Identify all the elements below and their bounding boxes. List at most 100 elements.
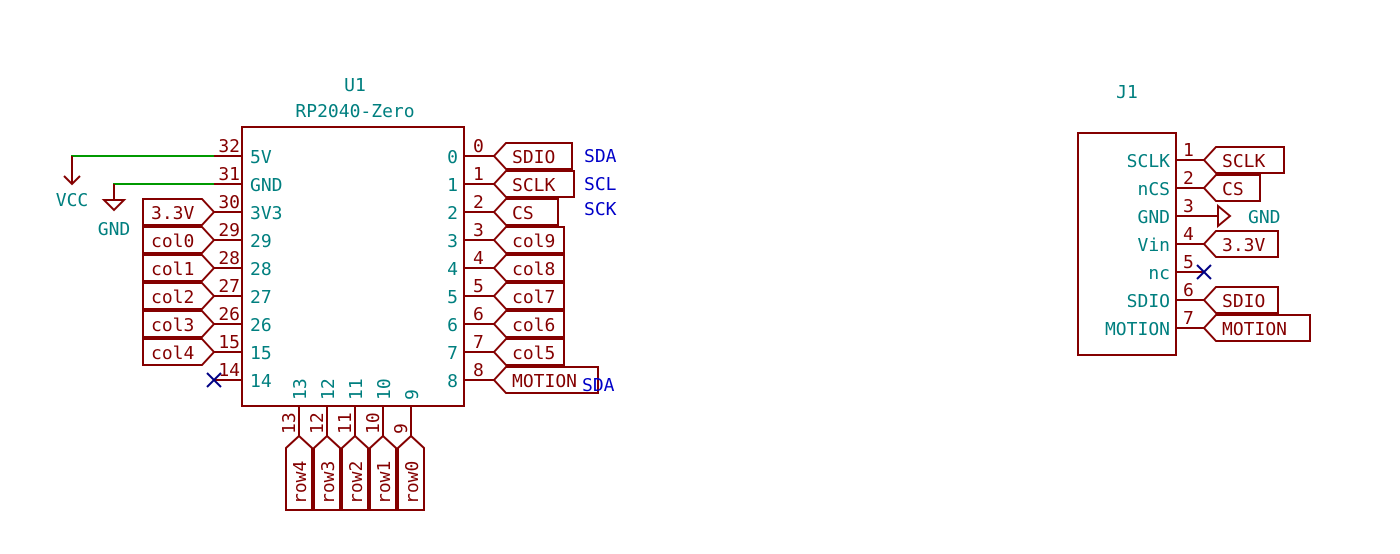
net-label-col6[interactable]: col6: [492, 310, 565, 338]
net-label-col2[interactable]: col2: [142, 282, 216, 310]
net-label-col4[interactable]: col4: [142, 338, 216, 366]
pin-name: 1: [447, 175, 458, 196]
net-label-col3[interactable]: col3: [142, 310, 216, 338]
net-label-text: SCLK: [512, 175, 556, 196]
net-label-row2[interactable]: row2: [341, 434, 369, 511]
j1-gnd-power-symbol[interactable]: GND: [1204, 203, 1281, 229]
pin-name: 14: [250, 371, 272, 392]
net-label-col0[interactable]: col0: [142, 226, 216, 254]
vcc-label: VCC: [56, 190, 89, 211]
net-label-sclk[interactable]: SCLK: [492, 170, 575, 198]
net-label-col5[interactable]: col5: [492, 338, 565, 366]
pin-number: 8: [473, 360, 484, 381]
net-label-col9[interactable]: col9: [492, 226, 565, 254]
pin-name: 27: [250, 287, 272, 308]
pin-name: 9: [402, 389, 423, 400]
pin-number: 13: [279, 412, 300, 434]
pin-name: 2: [447, 203, 458, 224]
net-label-row0[interactable]: row0: [397, 434, 425, 511]
pin-name: 26: [250, 315, 272, 336]
net-label-row3[interactable]: row3: [313, 434, 341, 511]
note-sck: SCK: [584, 199, 617, 220]
net-label-row4[interactable]: row4: [285, 434, 313, 511]
u1-pin-7[interactable]: 77 col5: [447, 332, 565, 366]
net-label-col8[interactable]: col8: [492, 254, 565, 282]
j1-pin-5[interactable]: 5nc: [1148, 252, 1212, 284]
wire-gnd[interactable]: [113, 183, 214, 196]
net-label-motion[interactable]: MOTION: [492, 366, 599, 394]
pin-name: 5V: [250, 147, 272, 168]
net-label-text: CS: [1222, 179, 1244, 200]
pin-number: 7: [473, 332, 484, 353]
net-label-sdio[interactable]: SDIO: [492, 142, 573, 170]
vcc-power-symbol[interactable]: VCC: [56, 156, 89, 211]
net-label-cs[interactable]: CS: [492, 198, 559, 226]
net-label-text: col2: [151, 287, 194, 308]
net-label-text: MOTION: [512, 371, 577, 392]
pin-name: 7: [447, 343, 458, 364]
u1-left-pins: 325V31GND303V33.3V2929col02828col12727co…: [142, 136, 283, 392]
vcc-arrow-icon: [63, 175, 81, 186]
pin-name: 5: [447, 287, 458, 308]
pin-name: 12: [318, 378, 339, 400]
u1-symbol[interactable]: U1 RP2040-Zero 325V31GND303V33.3V2929col…: [142, 75, 599, 511]
pin-number: 11: [335, 412, 356, 434]
net-label-row1[interactable]: row1: [369, 434, 397, 511]
net-label-33v[interactable]: 3.3V: [1202, 230, 1279, 258]
pin-name: 4: [447, 259, 458, 280]
net-label-text: row1: [374, 461, 395, 504]
pin-number: 5: [1183, 252, 1194, 273]
net-label-text: 3.3V: [151, 203, 195, 224]
pin-number: 3: [1183, 196, 1194, 217]
net-label-sdio[interactable]: SDIO: [1202, 286, 1279, 314]
wire-vcc[interactable]: [71, 155, 214, 168]
pin-number: 15: [218, 332, 240, 353]
note-sda: SDA: [584, 146, 617, 167]
net-label-text: MOTION: [1222, 319, 1287, 340]
pin-number: 2: [1183, 168, 1194, 189]
net-label-text: col6: [512, 315, 555, 336]
j1-reference: J1: [1116, 82, 1138, 103]
pin-name: MOTION: [1105, 319, 1170, 340]
net-label-col7[interactable]: col7: [492, 282, 565, 310]
net-label-cs[interactable]: CS: [1202, 174, 1261, 202]
no-connect-icon: [206, 372, 222, 388]
net-label-col1[interactable]: col1: [142, 254, 216, 282]
net-label-motion[interactable]: MOTION: [1202, 314, 1311, 342]
gnd-power-symbol[interactable]: GND: [98, 184, 131, 240]
gnd-triangle-icon: [101, 199, 127, 212]
net-label-33v[interactable]: 3.3V: [142, 198, 216, 226]
net-label-sclk[interactable]: SCLK: [1202, 146, 1285, 174]
